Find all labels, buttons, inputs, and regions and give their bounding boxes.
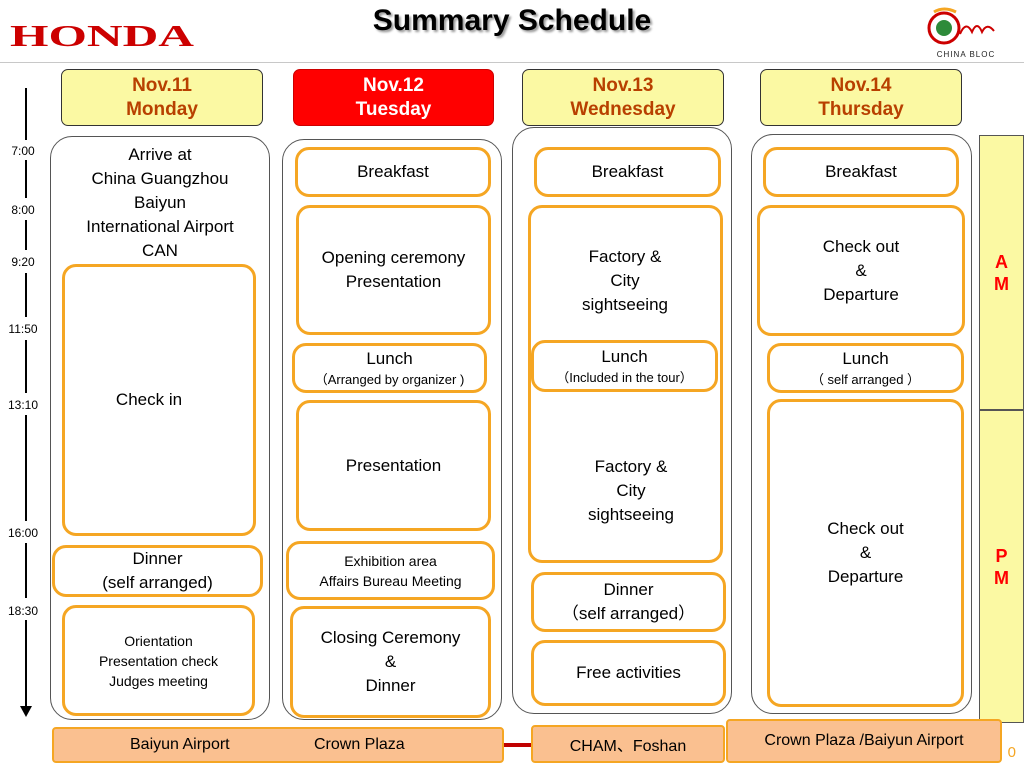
time-label: 9:20 bbox=[11, 255, 35, 269]
event-label: Lunch bbox=[366, 349, 413, 368]
time-label: 11:50 bbox=[8, 322, 38, 336]
location-baiyun-airport: Baiyun Airport bbox=[130, 736, 230, 753]
event-check-out-pm: Check out & Departure bbox=[767, 399, 964, 707]
time-label: 8:00 bbox=[11, 203, 35, 217]
china-bloc-logo bbox=[918, 6, 1014, 68]
location-crown-plaza-baiyun-airport: Crown Plaza /Baiyun Airport bbox=[726, 719, 1002, 763]
page-title: Summary Schedule bbox=[372, 4, 652, 37]
am-period: A M bbox=[979, 135, 1024, 410]
event-note: （Included in the tour） bbox=[556, 370, 693, 385]
event-lunch: Lunch （Included in the tour） bbox=[531, 340, 718, 392]
event-label: Lunch bbox=[601, 347, 648, 366]
axis-segment bbox=[25, 160, 27, 198]
event-breakfast: Breakfast bbox=[763, 147, 959, 197]
header-divider bbox=[0, 62, 1024, 63]
event-arrival: Arrive at China Guangzhou Baiyun Interna… bbox=[86, 145, 234, 260]
event-label: Lunch bbox=[842, 349, 889, 368]
pm-label: P M bbox=[994, 545, 1009, 588]
event-note: （Arranged by organizer ) bbox=[314, 372, 465, 387]
event-breakfast: Breakfast bbox=[295, 147, 491, 197]
event-dinner: Dinner （self arranged） bbox=[531, 572, 726, 632]
event-lunch: Lunch （ self arranged ） bbox=[767, 343, 964, 393]
day-weekday: Thursday bbox=[818, 98, 904, 120]
event-opening-ceremony: Opening ceremony Presentation bbox=[296, 205, 491, 335]
day-date: Nov.13 bbox=[592, 74, 654, 96]
day-header-nov13: Nov.13 Wednesday bbox=[522, 69, 724, 126]
axis-segment bbox=[25, 220, 27, 250]
page-number: 0 bbox=[1007, 744, 1016, 761]
event-lunch: Lunch （Arranged by organizer ) bbox=[292, 343, 487, 393]
event-exhibition: Exhibition area Affairs Bureau Meeting bbox=[286, 541, 495, 600]
event-check-out-am: Check out & Departure bbox=[757, 205, 965, 336]
honda-logo-text: HONDA bbox=[10, 18, 195, 53]
day-header-nov12: Nov.12 Tuesday bbox=[293, 69, 494, 126]
event-factory-sightseeing-am: Factory & City sightseeing bbox=[581, 247, 668, 314]
event-note: （ self arranged ） bbox=[810, 372, 921, 387]
china-bloc-caption: CHINA BLOC bbox=[936, 50, 996, 59]
time-label: 7:00 bbox=[11, 144, 35, 158]
axis-segment bbox=[25, 273, 27, 317]
event-check-in: Check in bbox=[62, 264, 256, 536]
event-closing-ceremony: Closing Ceremony & Dinner bbox=[290, 606, 491, 718]
time-label: 13:10 bbox=[7, 398, 39, 412]
axis-segment bbox=[25, 620, 27, 708]
location-bar-nov11-12: Baiyun Airport Crown Plaza bbox=[52, 727, 504, 763]
event-orientation: Orientation Presentation check Judges me… bbox=[62, 605, 255, 716]
day-weekday: Monday bbox=[126, 98, 198, 120]
axis-segment bbox=[25, 88, 27, 140]
axis-segment bbox=[25, 415, 27, 521]
axis-arrow-icon bbox=[20, 706, 32, 717]
am-label: A M bbox=[994, 251, 1009, 294]
day-date: Nov.14 bbox=[830, 74, 892, 96]
day-header-nov11: Nov.11 Monday bbox=[61, 69, 263, 126]
time-label: 16:00 bbox=[7, 526, 39, 540]
event-factory-sightseeing-pm: Factory & City sightseeing bbox=[587, 457, 674, 524]
day-header-nov14: Nov.14 Thursday bbox=[760, 69, 962, 126]
time-label: 18:30 bbox=[7, 604, 39, 618]
axis-segment bbox=[25, 340, 27, 393]
day-date: Nov.12 bbox=[363, 74, 424, 96]
pm-period: P M bbox=[979, 410, 1024, 723]
honda-logo: HONDA bbox=[8, 14, 198, 54]
event-free-activities: Free activities bbox=[531, 640, 726, 706]
location-connector bbox=[504, 743, 531, 747]
event-breakfast: Breakfast bbox=[534, 147, 721, 197]
location-crown-plaza: Crown Plaza bbox=[314, 736, 405, 753]
axis-segment bbox=[25, 543, 27, 598]
location-cham-foshan: CHAM、Foshan bbox=[531, 725, 725, 763]
event-label: Check in bbox=[115, 390, 183, 409]
event-dinner: Dinner (self arranged) bbox=[52, 545, 263, 597]
day-weekday: Tuesday bbox=[355, 98, 432, 120]
day-date: Nov.11 bbox=[132, 74, 192, 96]
event-presentation: Presentation bbox=[296, 400, 491, 531]
day-weekday: Wednesday bbox=[570, 98, 676, 120]
